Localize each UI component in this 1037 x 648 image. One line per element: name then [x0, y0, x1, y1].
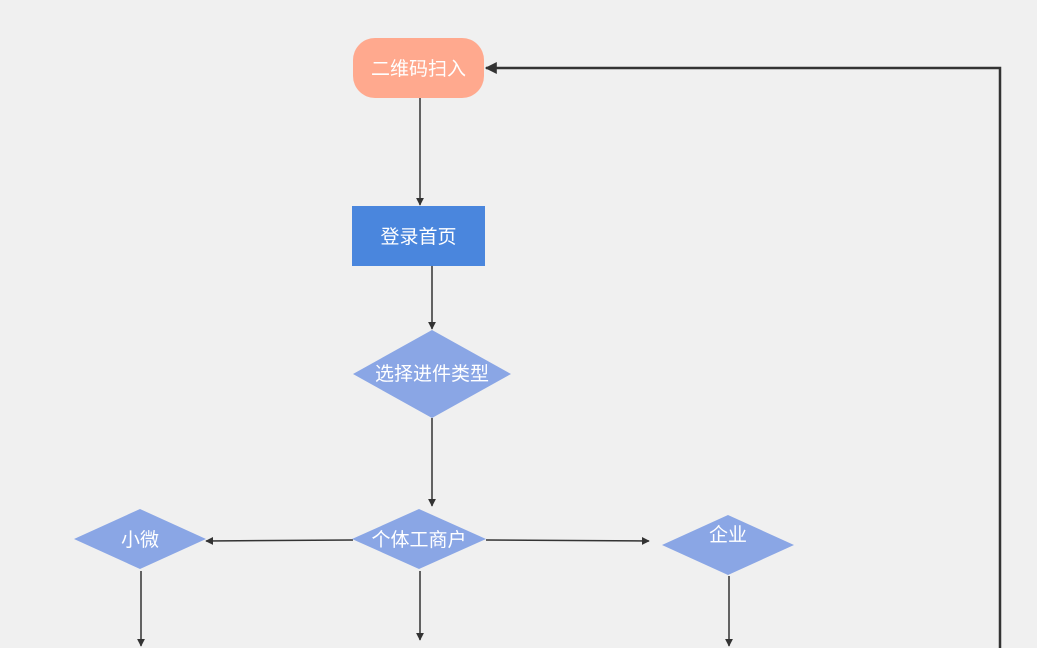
edge-loop-back-to-start	[484, 62, 1002, 648]
enterprise-label: 企业	[709, 524, 747, 546]
start-terminal-shape	[353, 38, 484, 98]
choose-label: 选择进件类型	[375, 363, 489, 385]
login-process-shape	[352, 206, 485, 266]
node-start[interactable]: 二维码扫入	[353, 38, 484, 98]
node-micro[interactable]: 小微	[74, 509, 206, 569]
edge-individual-to-micro	[205, 536, 354, 545]
choose-decision-shape	[353, 330, 511, 418]
node-login[interactable]: 登录首页	[352, 206, 485, 266]
login-label: 登录首页	[380, 226, 456, 248]
micro-decision-shape	[74, 509, 206, 569]
enterprise-decision-shape	[662, 515, 794, 575]
node-enterprise[interactable]: 企业	[662, 515, 794, 575]
node-individual-business[interactable]: 个体工商户	[352, 509, 486, 569]
edge-individual-to-enterprise	[485, 536, 650, 545]
node-choose-type[interactable]: 选择进件类型	[353, 330, 511, 418]
start-label: 二维码扫入	[371, 58, 466, 80]
individual-label: 个体工商户	[371, 529, 466, 551]
individual-decision-shape	[352, 509, 486, 569]
micro-label: 小微	[121, 529, 159, 551]
